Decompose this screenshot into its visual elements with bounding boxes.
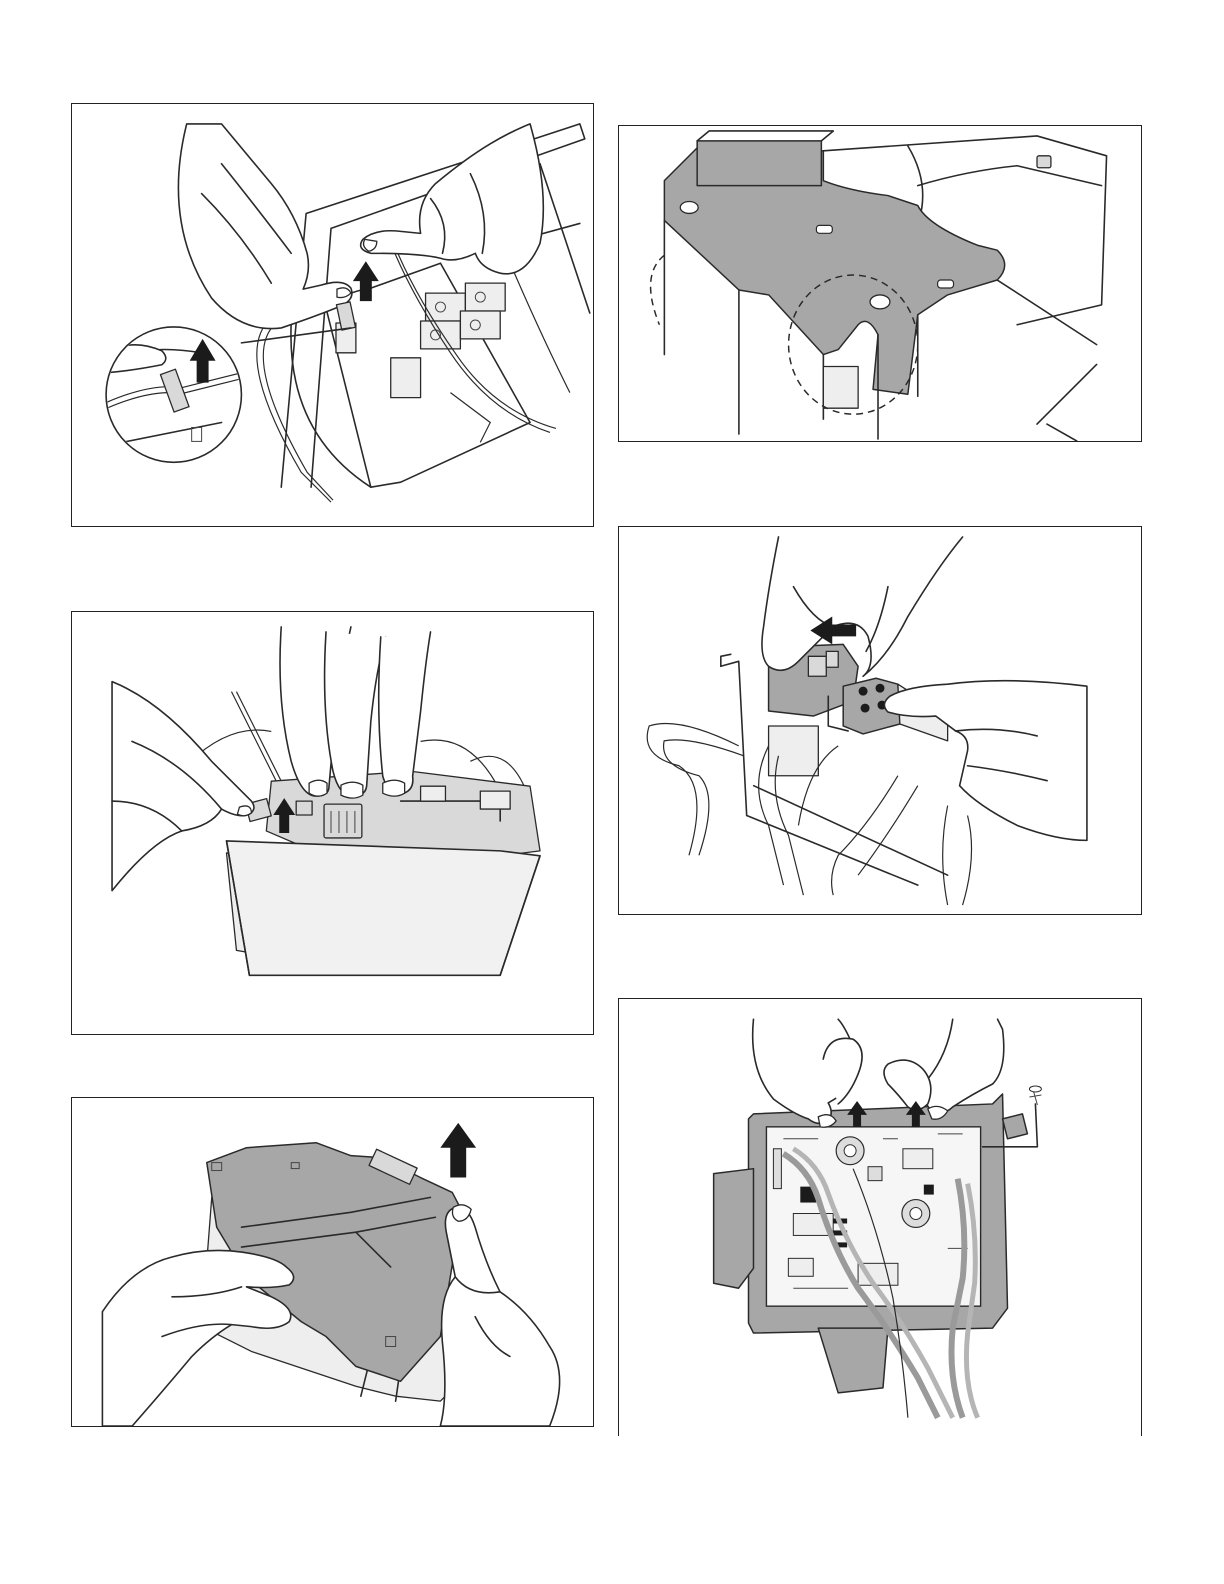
screw-icon [1029, 1086, 1041, 1092]
figure-4-slide-out-module [618, 526, 1142, 915]
figure-2-illustration [619, 126, 1141, 441]
figure-2-housing-detail [618, 125, 1142, 442]
arrow-up-icon [440, 1123, 476, 1178]
figure-1-disconnect-connector [71, 103, 594, 527]
arrow-up-icon [353, 261, 379, 301]
figure-1-illustration [72, 104, 593, 526]
figure-3-unplug-connectors [71, 611, 594, 1035]
figure-5-lift-cover [71, 1097, 594, 1427]
figure-6-remove-circuit-board [618, 998, 1142, 1436]
figure-6-illustration [619, 999, 1141, 1436]
figure-4-illustration [619, 527, 1141, 914]
figure-3-illustration [72, 612, 593, 1034]
figure-5-illustration [72, 1098, 593, 1426]
